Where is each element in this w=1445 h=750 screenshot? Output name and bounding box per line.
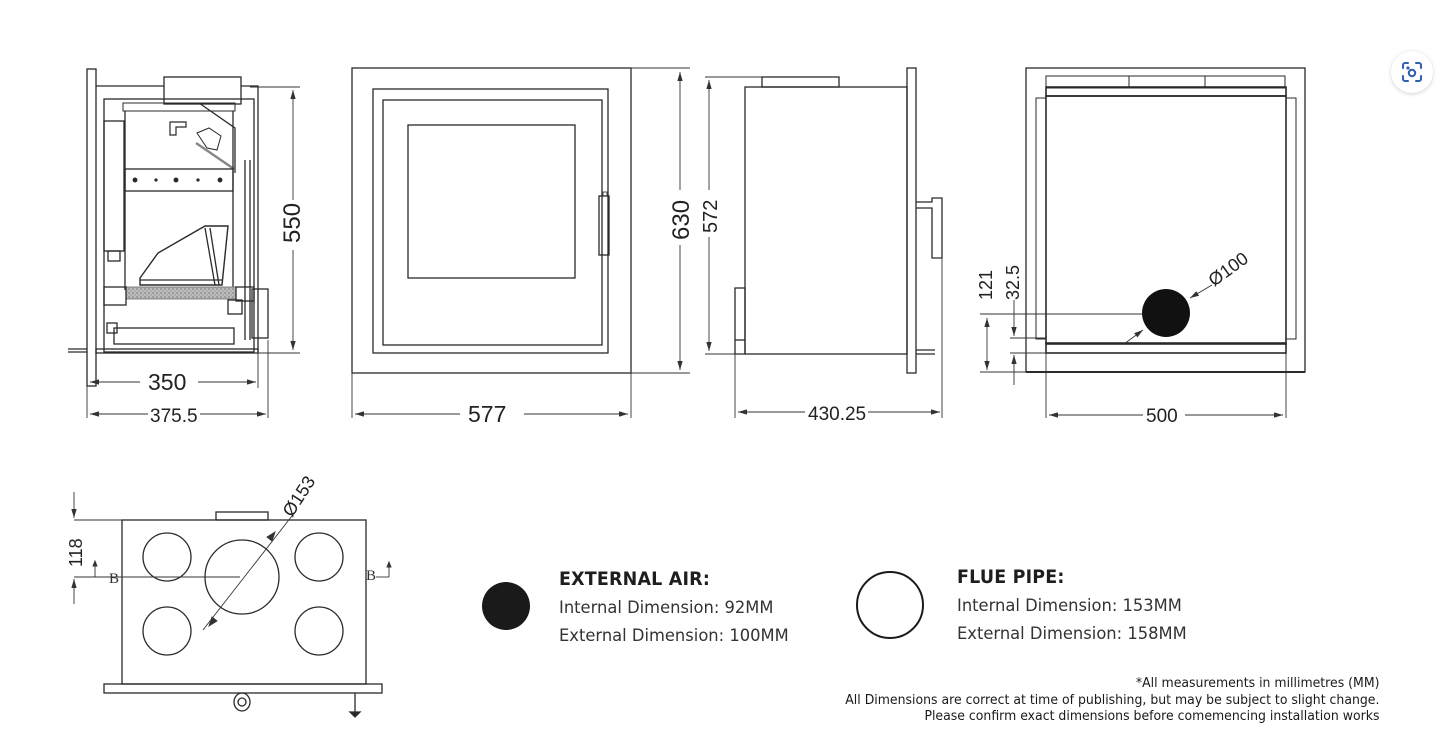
footnote-confirm: Please confirm exact dimensions before c…: [923, 709, 1379, 724]
flue-pipe-swatch-icon: [856, 571, 924, 639]
side-section-outer-width-label: 375.5: [150, 406, 198, 427]
side-view: [734, 67, 943, 374]
side-height-label: 572: [700, 200, 722, 233]
flue-pipe-title: FLUE PIPE:: [957, 566, 1065, 588]
side-section-inner-width-label: 350: [148, 369, 186, 395]
side-section-view: [68, 68, 269, 387]
footnote-accuracy: All Dimensions are correct at time of pu…: [844, 692, 1379, 708]
top-offset-label: 118: [66, 538, 86, 567]
external-air-inlet: [1142, 289, 1190, 337]
flue-pipe-internal: Internal Dimension: 153MM: [957, 596, 1182, 616]
visual-search-button[interactable]: [1391, 51, 1433, 93]
section-marker-right: B: [366, 568, 376, 584]
rear-view: [1025, 67, 1306, 373]
front-view: [351, 67, 632, 374]
rear-offset-32-5-label: 32.5: [1003, 265, 1023, 300]
section-marker-left: B: [109, 571, 119, 587]
footnote-units: *All measurements in millimetres (MM): [1135, 676, 1379, 691]
top-flue-diameter-label: Ø153: [279, 472, 320, 520]
legend-external-air: EXTERNAL AIR: Internal Dimension: 92MM E…: [559, 568, 798, 650]
external-air-title: EXTERNAL AIR:: [559, 568, 711, 590]
lens-scan-icon: [1402, 62, 1422, 82]
front-height-label: 630: [668, 200, 695, 240]
rear-width-label: 500: [1146, 406, 1178, 427]
external-air-external: External Dimension: 100MM: [559, 626, 789, 646]
rear-offset-121-label: 121: [976, 270, 996, 300]
side-section-height-label: 550: [279, 203, 306, 243]
flue-pipe-external: External Dimension: 158MM: [957, 624, 1187, 644]
external-air-internal: Internal Dimension: 92MM: [559, 598, 774, 618]
rear-air-diameter-label: Ø100: [1205, 248, 1252, 290]
footnote: *All measurements in millimetres (MM) Al…: [823, 676, 1379, 726]
front-width-label: 577: [468, 401, 506, 427]
top-view: [103, 511, 383, 718]
legend-flue-pipe: FLUE PIPE: Internal Dimension: 153MM Ext…: [957, 566, 1196, 648]
external-air-swatch-icon: [482, 582, 530, 630]
side-depth-label: 430.25: [808, 404, 866, 425]
